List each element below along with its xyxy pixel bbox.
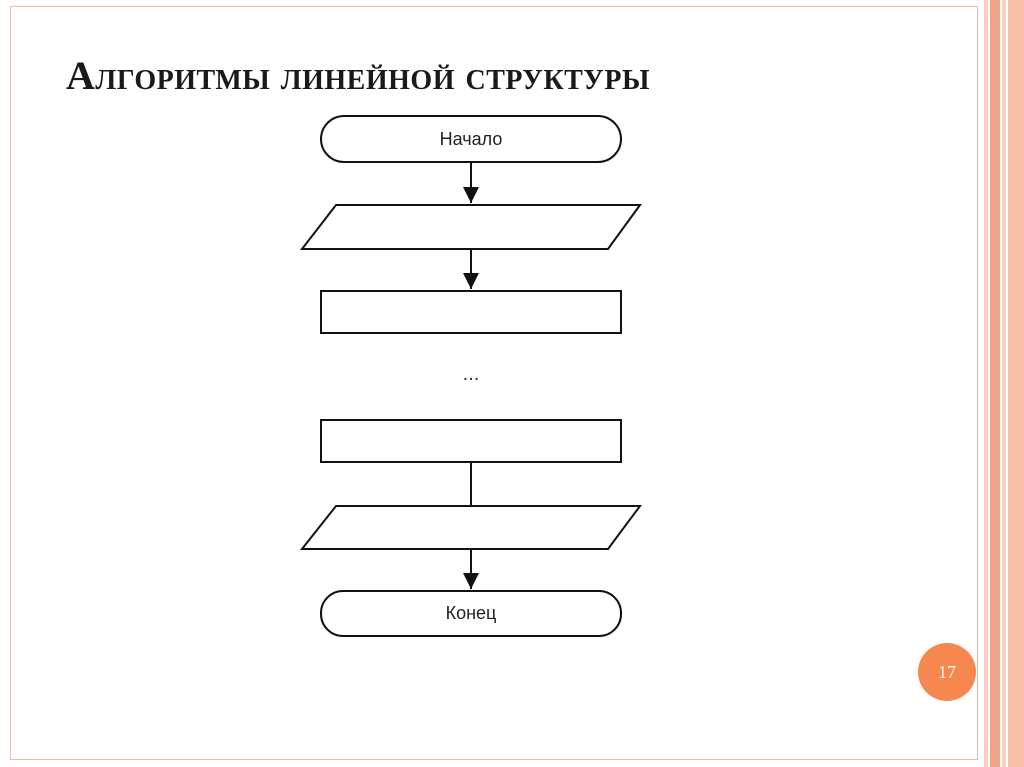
slide-frame — [10, 6, 978, 760]
decor-stripe — [990, 0, 1000, 767]
start-terminator: Начало — [320, 115, 622, 163]
start-label: Начало — [440, 129, 503, 149]
decor-stripe — [1002, 0, 1006, 767]
end-terminator: Конец — [320, 590, 622, 637]
ellipsis-label: ... — [463, 363, 480, 385]
decor-stripe — [1008, 0, 1024, 767]
slide-title: Алгоритмы линейной структуры — [66, 53, 650, 98]
decor-stripe — [984, 0, 988, 767]
page-number: 17 — [938, 661, 956, 682]
process-block — [320, 290, 622, 334]
end-label: Конец — [446, 603, 497, 623]
process-block — [320, 419, 622, 463]
page-number-badge: 17 — [918, 643, 976, 701]
input-output-block — [299, 505, 642, 550]
input-output-block — [299, 204, 642, 250]
